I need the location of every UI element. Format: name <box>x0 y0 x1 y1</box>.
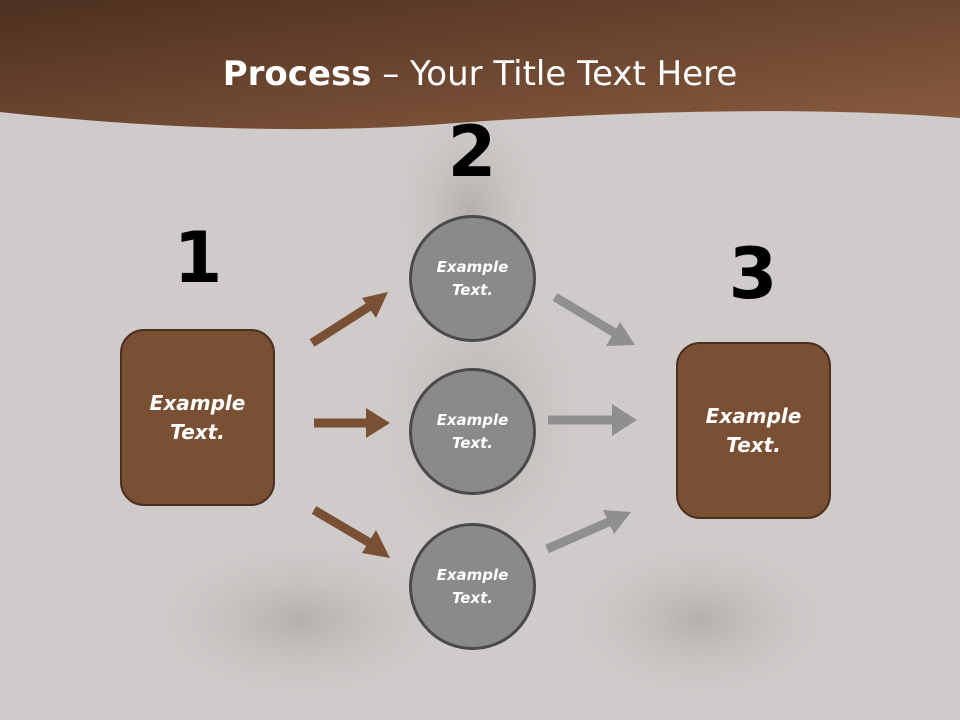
process-circle-1-text: Example Text. <box>436 257 509 299</box>
header-band <box>0 0 960 130</box>
process-circle-2-text: Example Text. <box>436 410 509 452</box>
process-box-start: Example Text. <box>120 329 275 506</box>
brown-arrows <box>309 292 390 558</box>
process-box-end: Example Text. <box>676 342 831 519</box>
arrow-to-circle-1 <box>309 292 388 347</box>
gray-arrows <box>545 293 637 554</box>
process-circle-2: Example Text. <box>409 368 536 495</box>
step-number-3: 3 <box>728 233 778 315</box>
arrow-circle-2-to-box <box>548 404 637 436</box>
process-box-start-text: Example Text. <box>149 390 246 444</box>
arrow-to-circle-2 <box>314 408 390 438</box>
step-number-2: 2 <box>447 111 497 193</box>
slide-title: Process – Your Title Text Here <box>0 54 960 94</box>
process-circle-3-text: Example Text. <box>436 565 509 607</box>
arrow-circle-3-to-box <box>545 510 631 554</box>
arrow-to-circle-3 <box>311 506 390 558</box>
process-circle-1: Example Text. <box>409 215 536 342</box>
title-bold: Process <box>222 54 372 94</box>
process-box-end-text: Example Text. <box>705 403 802 457</box>
step-number-1: 1 <box>173 217 223 299</box>
arrow-circle-1-to-box <box>552 293 635 346</box>
title-rest: – Your Title Text Here <box>371 54 738 94</box>
process-circle-3: Example Text. <box>409 523 536 650</box>
